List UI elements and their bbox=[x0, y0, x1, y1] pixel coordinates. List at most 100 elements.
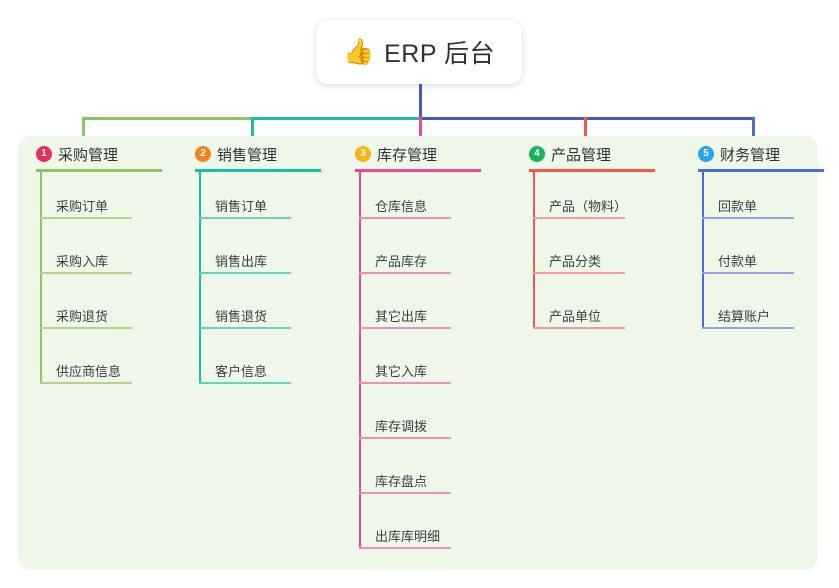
branch-column-2: 2 销售管理销售订单销售出库销售退货客户信息 bbox=[177, 136, 337, 392]
leaf-item[interactable]: 产品（物料） bbox=[511, 172, 671, 227]
branches-panel: 1 采购管理采购订单采购入库采购退货供应商信息 2 销售管理销售订单销售出库销售退货客… bbox=[18, 136, 824, 570]
branch-spine-3 bbox=[359, 172, 361, 547]
connector-bar-indigo bbox=[419, 117, 755, 120]
leaf-rule bbox=[359, 547, 451, 549]
leaf-label: 库存盘点 bbox=[375, 474, 428, 489]
branch-badge-5: 5 bbox=[698, 146, 714, 162]
branch-header-5[interactable]: 5 财务管理 bbox=[680, 136, 839, 172]
leaf-rule bbox=[199, 217, 291, 219]
leaf-label: 采购入库 bbox=[56, 254, 109, 269]
branch-items-1: 采购订单采购入库采购退货供应商信息 bbox=[18, 172, 178, 392]
branch-header-rule-1 bbox=[36, 169, 162, 172]
leaf-item[interactable]: 采购订单 bbox=[18, 172, 178, 227]
leaf-label: 库存调拨 bbox=[375, 419, 428, 434]
leaf-item[interactable]: 其它入库 bbox=[337, 337, 497, 392]
leaf-item[interactable]: 回款单 bbox=[680, 172, 839, 227]
branch-badge-3: 3 bbox=[355, 146, 371, 162]
leaf-label: 出库库明细 bbox=[375, 529, 441, 544]
leaf-rule bbox=[359, 437, 451, 439]
leaf-item[interactable]: 库存盘点 bbox=[337, 447, 497, 502]
leaf-rule bbox=[199, 272, 291, 274]
branch-title-2: 销售管理 bbox=[217, 146, 278, 164]
leaf-label: 供应商信息 bbox=[56, 364, 122, 379]
leaf-label: 仓库信息 bbox=[375, 199, 428, 214]
connector-drop-1 bbox=[82, 117, 85, 148]
leaf-rule bbox=[702, 217, 794, 219]
branch-spine-1 bbox=[40, 172, 42, 382]
branch-header-3[interactable]: 3 库存管理 bbox=[337, 136, 497, 172]
branch-column-3: 3 库存管理仓库信息产品库存其它出库其它入库库存调拨库存盘点出库库明细 bbox=[337, 136, 497, 557]
connector-drop-5 bbox=[752, 117, 755, 148]
leaf-label: 其它入库 bbox=[375, 364, 428, 379]
connector-drop-3 bbox=[419, 117, 422, 148]
leaf-rule bbox=[40, 217, 132, 219]
branch-header-rule-4 bbox=[529, 169, 655, 172]
connector-drop-4 bbox=[584, 117, 587, 148]
branch-spine-4 bbox=[533, 172, 535, 327]
branch-header-rule-2 bbox=[195, 169, 321, 172]
branch-badge-2: 2 bbox=[195, 146, 211, 162]
leaf-label: 产品单位 bbox=[549, 309, 602, 324]
branch-badge-4: 4 bbox=[529, 146, 545, 162]
leaf-rule bbox=[359, 492, 451, 494]
leaf-rule bbox=[533, 217, 625, 219]
connector-bar-teal bbox=[251, 117, 419, 120]
connector-root-stem bbox=[419, 84, 422, 117]
leaf-item[interactable]: 客户信息 bbox=[177, 337, 337, 392]
leaf-rule bbox=[359, 382, 451, 384]
leaf-item[interactable]: 销售订单 bbox=[177, 172, 337, 227]
leaf-label: 回款单 bbox=[718, 199, 758, 214]
branch-title-5: 财务管理 bbox=[720, 146, 781, 164]
leaf-item[interactable]: 销售退货 bbox=[177, 282, 337, 337]
branch-header-rule-5 bbox=[698, 169, 824, 172]
leaf-rule bbox=[533, 272, 625, 274]
leaf-item[interactable]: 付款单 bbox=[680, 227, 839, 282]
leaf-rule bbox=[359, 327, 451, 329]
branch-items-3: 仓库信息产品库存其它出库其它入库库存调拨库存盘点出库库明细 bbox=[337, 172, 497, 557]
leaf-rule bbox=[40, 272, 132, 274]
leaf-rule bbox=[359, 272, 451, 274]
branch-badge-1: 1 bbox=[36, 146, 52, 162]
branch-title-3: 库存管理 bbox=[377, 146, 438, 164]
leaf-item[interactable]: 出库库明细 bbox=[337, 502, 497, 557]
leaf-rule bbox=[199, 327, 291, 329]
leaf-label: 产品库存 bbox=[375, 254, 428, 269]
leaf-label: 产品（物料） bbox=[549, 199, 628, 214]
leaf-item[interactable]: 结算账户 bbox=[680, 282, 839, 337]
leaf-item[interactable]: 产品分类 bbox=[511, 227, 671, 282]
leaf-item[interactable]: 其它出库 bbox=[337, 282, 497, 337]
leaf-item[interactable]: 采购入库 bbox=[18, 227, 178, 282]
branch-header-2[interactable]: 2 销售管理 bbox=[177, 136, 337, 172]
branch-spine-2 bbox=[199, 172, 201, 382]
leaf-label: 销售退货 bbox=[215, 309, 268, 324]
leaf-label: 客户信息 bbox=[215, 364, 268, 379]
root-title: ERP 后台 bbox=[384, 40, 496, 68]
leaf-item[interactable]: 采购退货 bbox=[18, 282, 178, 337]
leaf-rule bbox=[359, 217, 451, 219]
leaf-rule bbox=[702, 272, 794, 274]
connector-drop-2 bbox=[251, 117, 254, 148]
leaf-label: 采购退货 bbox=[56, 309, 109, 324]
branch-items-5: 回款单付款单结算账户 bbox=[680, 172, 839, 337]
thumbs-up-icon: 👍 bbox=[342, 37, 375, 66]
leaf-item[interactable]: 库存调拨 bbox=[337, 392, 497, 447]
leaf-item[interactable]: 供应商信息 bbox=[18, 337, 178, 392]
leaf-item[interactable]: 产品单位 bbox=[511, 282, 671, 337]
branch-header-1[interactable]: 1 采购管理 bbox=[18, 136, 178, 172]
leaf-item[interactable]: 产品库存 bbox=[337, 227, 497, 282]
leaf-label: 产品分类 bbox=[549, 254, 602, 269]
branch-header-rule-3 bbox=[355, 169, 481, 172]
root-node[interactable]: 👍 ERP 后台 bbox=[316, 20, 522, 84]
branch-column-1: 1 采购管理采购订单采购入库采购退货供应商信息 bbox=[18, 136, 178, 392]
leaf-item[interactable]: 仓库信息 bbox=[337, 172, 497, 227]
leaf-rule bbox=[40, 327, 132, 329]
branch-items-4: 产品（物料） 产品分类产品单位 bbox=[511, 172, 671, 337]
leaf-label: 采购订单 bbox=[56, 199, 109, 214]
leaf-item[interactable]: 销售出库 bbox=[177, 227, 337, 282]
branch-column-5: 5 财务管理回款单付款单结算账户 bbox=[680, 136, 839, 337]
leaf-rule bbox=[533, 327, 625, 329]
branch-spine-5 bbox=[702, 172, 704, 327]
branch-title-1: 采购管理 bbox=[58, 146, 119, 164]
